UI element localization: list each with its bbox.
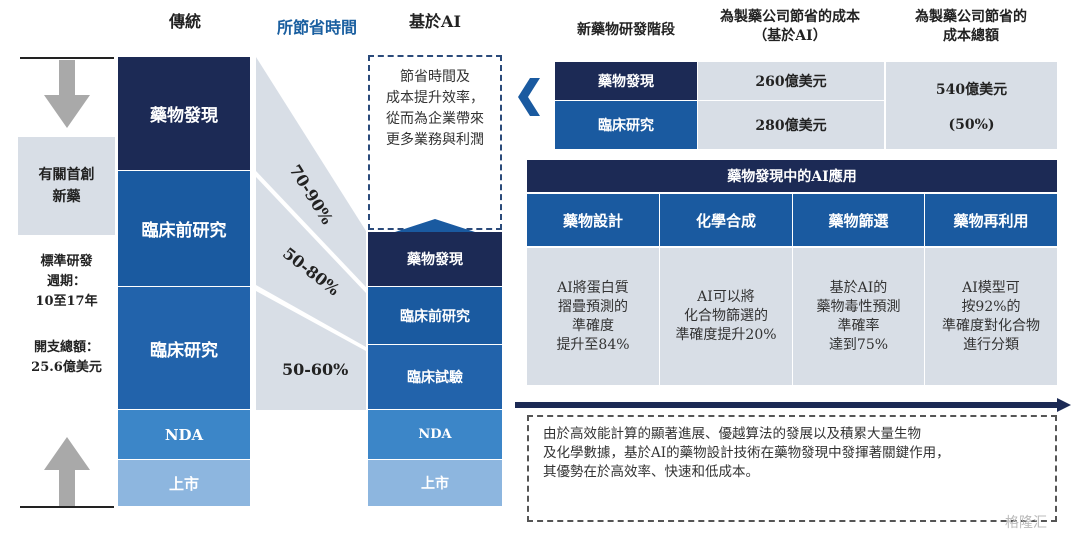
- cost-line: 開支總額：: [33, 340, 99, 355]
- desc-line: 按92%的: [961, 298, 1021, 315]
- ai-app-header: 藥物篩選: [793, 194, 924, 246]
- ai-app-header: 藥物設計: [527, 194, 659, 246]
- top-divider: [20, 57, 114, 59]
- bottom-divider: [20, 506, 114, 508]
- desc-line: 基於AI的: [829, 279, 888, 296]
- cycle-text: 標準研發週期： 10至17年: [18, 252, 115, 312]
- col-header-stage: 新藥物研發階段: [577, 22, 675, 38]
- down-arrow-icon: [44, 60, 90, 128]
- desc-line: 化合物篩選的: [684, 308, 768, 324]
- desc-line: 準確度提升20%: [675, 327, 777, 343]
- header-line: 為製藥公司節省的: [915, 9, 1027, 25]
- up-triangle-icon: [395, 219, 475, 232]
- desc-line: 達到75%: [828, 336, 889, 353]
- band-clinical: [256, 291, 366, 410]
- ai-clinical-trial: 臨床試驗: [368, 345, 502, 410]
- ai-app-header: 藥物再利用: [925, 194, 1057, 246]
- row-stage-clinical: 臨床研究: [555, 101, 697, 149]
- ai-app-desc: 基於AI的藥物毒性預測準確率達到75%: [793, 248, 924, 385]
- ai-apps-title: 藥物發現中的AI應用: [527, 160, 1057, 192]
- ai-app-desc: AI將蛋白質摺疊預測的準確度提升至84%: [527, 248, 659, 385]
- watermark: 格隆汇: [1005, 515, 1047, 531]
- ai-market: 上市: [368, 460, 502, 507]
- ai-nda: NDA: [368, 410, 502, 460]
- summary-line: 及化學數據，基於AI的藥物設計技術在藥物發現中發揮著關鍵作用，: [543, 445, 950, 461]
- header-time-saved: 所節省時間: [276, 18, 357, 37]
- note-line: 成本提升效率，: [386, 90, 484, 106]
- note-line: 更多業務與利潤: [386, 132, 484, 148]
- desc-line: 準確率: [837, 317, 880, 334]
- band-preclinical: [256, 177, 366, 347]
- desc-line: 準確度對化合物: [942, 317, 1040, 334]
- ai-app-header: 化學合成: [660, 194, 792, 246]
- note-line: 節省時間及: [400, 69, 470, 85]
- summary-line: 由於高效能計算的顯著進展、優越算法的發展以及積累大量生物: [543, 426, 921, 442]
- right-arrow-icon: [515, 398, 1071, 412]
- ai-drug-discovery: 藥物發現: [368, 232, 502, 287]
- band-discovery: [256, 57, 366, 287]
- cycle-line: 標準研發: [40, 254, 93, 269]
- cost-line: 25.6億美元: [31, 360, 102, 375]
- saving-clinical: 50-60%: [282, 360, 349, 379]
- cost-text: 開支總額： 25.6億美元: [18, 338, 115, 378]
- desc-line: 進行分類: [963, 336, 1019, 353]
- savings-bands: [256, 57, 366, 410]
- col-header-ai-saving: 為製藥公司節省的成本 （基於AI）: [690, 8, 890, 46]
- desc-line: AI可以將: [697, 289, 755, 305]
- chevron-left-icon: [518, 78, 540, 116]
- ai-preclinical: 臨床前研究: [368, 287, 502, 345]
- total-saving-pct: (50%): [948, 116, 995, 133]
- total-saving: 540億美元: [935, 81, 1008, 98]
- trad-drug-discovery: 藥物發現: [118, 57, 250, 171]
- desc-line: 摺疊預測的: [558, 298, 628, 315]
- cycle-line: 週期：: [46, 274, 86, 289]
- trad-clinical: 臨床研究: [118, 287, 250, 410]
- up-arrow-icon: [44, 437, 90, 507]
- ai-benefit-box: 節省時間及成本提升效率， 從而為企業帶來更多業務與利潤: [368, 55, 502, 230]
- trad-preclinical: 臨床前研究: [118, 171, 250, 287]
- desc-line: 藥物毒性預測: [816, 298, 901, 315]
- desc-line: AI將蛋白質: [557, 279, 629, 296]
- ai-app-desc: AI可以將化合物篩選的準確度提升20%: [660, 248, 792, 385]
- header-ai-based: 基於AI: [409, 12, 461, 31]
- row-saving-discovery: 260億美元: [698, 62, 884, 100]
- header-line: 成本總額: [943, 28, 999, 44]
- header-line: （基於AI）: [753, 28, 827, 44]
- row-saving-clinical: 280億美元: [698, 101, 884, 149]
- ai-app-desc: AI模型可按92%的準確度對化合物進行分類: [925, 248, 1057, 385]
- desc-line: 提升至84%: [556, 336, 630, 353]
- ai-note: 節省時間及成本提升效率， 從而為企業帶來更多業務與利潤: [370, 67, 500, 151]
- trad-nda: NDA: [118, 410, 250, 460]
- trad-market: 上市: [118, 460, 250, 507]
- header-traditional: 傳統: [168, 12, 201, 31]
- header-line: 為製藥公司節省的成本: [720, 9, 860, 25]
- summary-box: 由於高效能計算的顯著進展、優越算法的發展以及積累大量生物及化學數據，基於AI的藥…: [527, 415, 1057, 522]
- first-in-class-box: 有關首創新藥: [18, 137, 115, 235]
- note-line: 從而為企業帶來: [386, 111, 484, 127]
- row-stage-discovery: 藥物發現: [555, 62, 697, 100]
- col-header-total: 為製藥公司節省的成本總額: [885, 8, 1057, 46]
- first-in-class-label: 有關首創新藥: [38, 167, 95, 205]
- total-saving-cell: 540億美元 (50%): [886, 62, 1057, 149]
- desc-line: 準確度: [572, 317, 614, 334]
- desc-line: AI模型可: [962, 279, 1020, 296]
- summary-line: 其優勢在於高效率、快速和低成本。: [543, 464, 759, 480]
- cycle-line: 10至17年: [35, 294, 98, 309]
